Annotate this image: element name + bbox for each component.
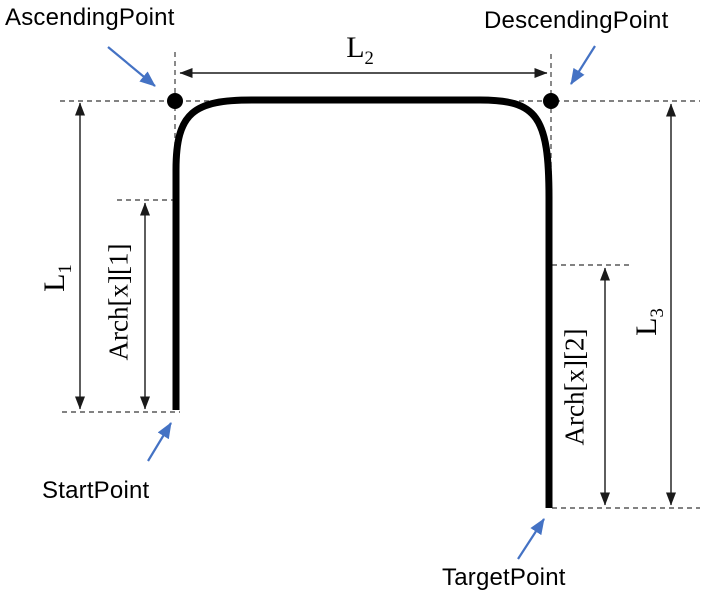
l2-base: L (346, 31, 365, 64)
l1-subscript: 1 (55, 264, 76, 274)
target-annotation-arrow (517, 518, 545, 560)
l2-subscript: 2 (364, 48, 374, 69)
arch1-dimension-label: Arch[x][1] (103, 243, 134, 361)
ascending-annotation-arrow (107, 46, 156, 87)
descending-point-label: DescendingPoint (484, 7, 669, 34)
start-point-label: StartPoint (42, 477, 150, 504)
l1-dimension-label: L1 (38, 264, 76, 292)
descending-point-dot (543, 93, 559, 109)
arch2-dimension-label: Arch[x][2] (559, 328, 590, 446)
target-point-label: TargetPoint (442, 564, 566, 591)
start-annotation-arrow (147, 422, 172, 462)
l3-base: L (630, 317, 663, 336)
l3-dimension-label: L3 (630, 308, 668, 336)
ascending-point-label: AscendingPoint (5, 4, 175, 31)
descending-annotation-arrow (570, 45, 596, 85)
l1-base: L (38, 273, 71, 292)
l2-dimension-label: L2 (346, 31, 374, 68)
l3-subscript: 3 (647, 308, 668, 318)
trajectory-path (172, 96, 553, 508)
ascending-point-dot (167, 93, 183, 109)
